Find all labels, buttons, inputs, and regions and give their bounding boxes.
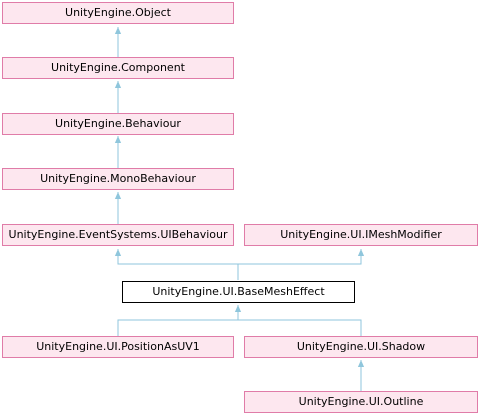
node-unityengine-behaviour[interactable]: UnityEngine.Behaviour <box>2 113 234 135</box>
edge-basemesheffect-uibehaviour <box>114 249 239 280</box>
edge-positionasuv1-basemesheffect <box>117 305 242 336</box>
node-unityengine-component[interactable]: UnityEngine.Component <box>2 57 234 79</box>
node-basemesheffect: UnityEngine.UI.BaseMeshEffect <box>122 281 355 303</box>
node-positionasuv1[interactable]: UnityEngine.UI.PositionAsUV1 <box>2 336 234 358</box>
node-unityengine-monobehaviour[interactable]: UnityEngine.MonoBehaviour <box>2 168 234 190</box>
node-unityengine-object[interactable]: UnityEngine.Object <box>2 2 234 24</box>
node-outline[interactable]: UnityEngine.UI.Outline <box>244 391 478 413</box>
edge-shadow-basemesheffect <box>238 319 362 336</box>
edge-basemesheffect-imeshmodifier <box>238 249 365 265</box>
node-shadow[interactable]: UnityEngine.UI.Shadow <box>244 336 478 358</box>
node-imeshmodifier[interactable]: UnityEngine.UI.IMeshModifier <box>244 224 478 246</box>
node-uibehaviour[interactable]: UnityEngine.EventSystems.UIBehaviour <box>2 224 234 246</box>
